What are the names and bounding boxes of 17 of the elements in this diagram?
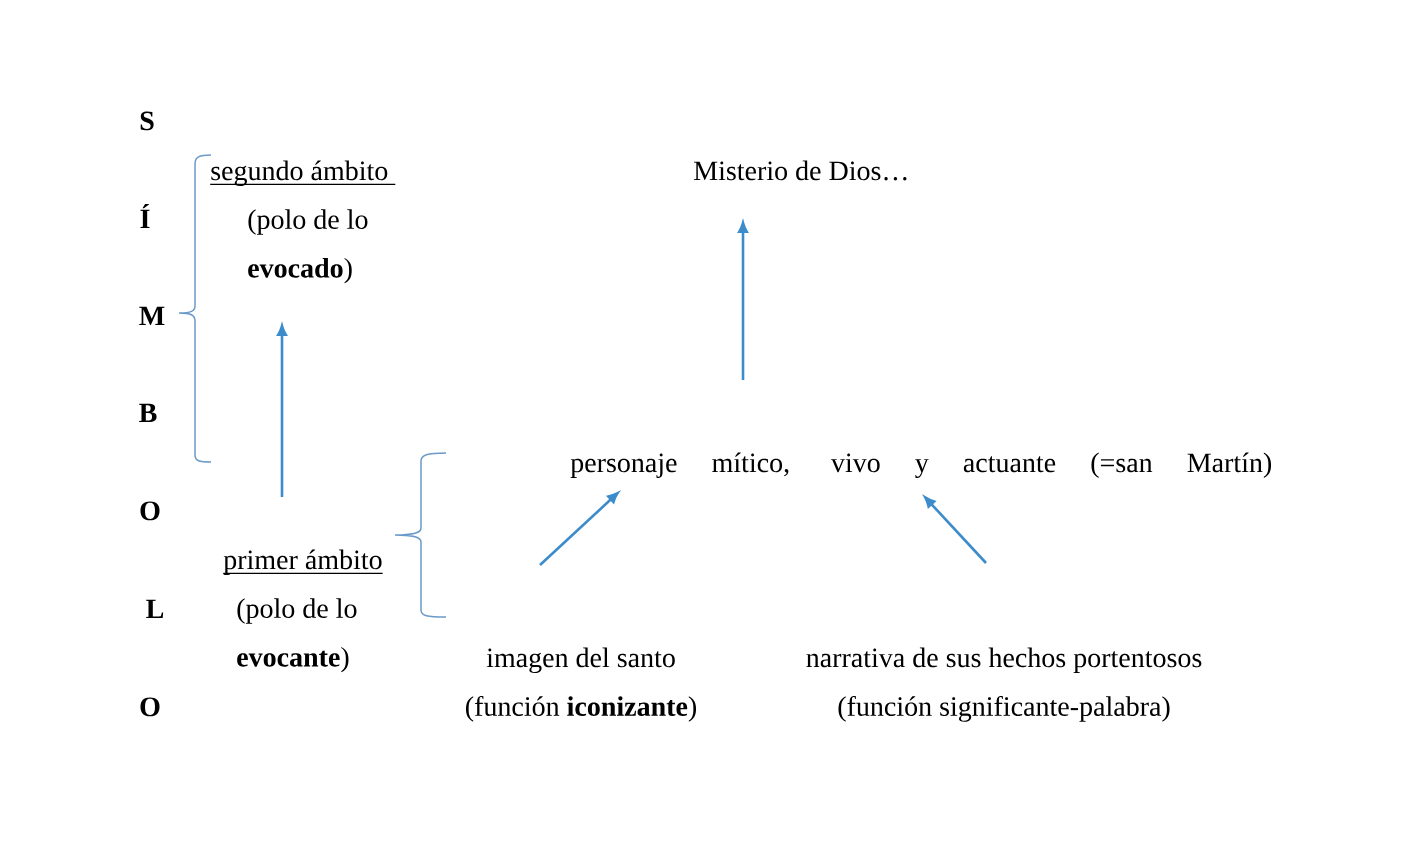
text-label: primer ámbito (polo de lo evocante) (222, 549, 384, 673)
arrow (539, 492, 619, 566)
arrow (277, 324, 287, 497)
text-label: imagen del santo (función iconizante) (466, 647, 696, 722)
letter: L (146, 599, 164, 618)
arrow (924, 496, 987, 564)
text-label: personaje mítico, vivo y actuante (=san Martín) (570, 452, 1272, 479)
letter: O (140, 501, 160, 521)
letter: M (139, 306, 165, 325)
letter: O (140, 697, 160, 717)
arrow (738, 221, 748, 380)
text-label: Misterio de Dios… (694, 160, 907, 181)
letter: B (139, 403, 157, 423)
text-label: narrativa de sus hechos portentosos (función significante-palabra) (806, 647, 1202, 722)
text-label: segundo ámbito (polo de lo evocado) (209, 160, 396, 284)
letter: S (140, 111, 154, 131)
letter: Í (140, 204, 150, 228)
